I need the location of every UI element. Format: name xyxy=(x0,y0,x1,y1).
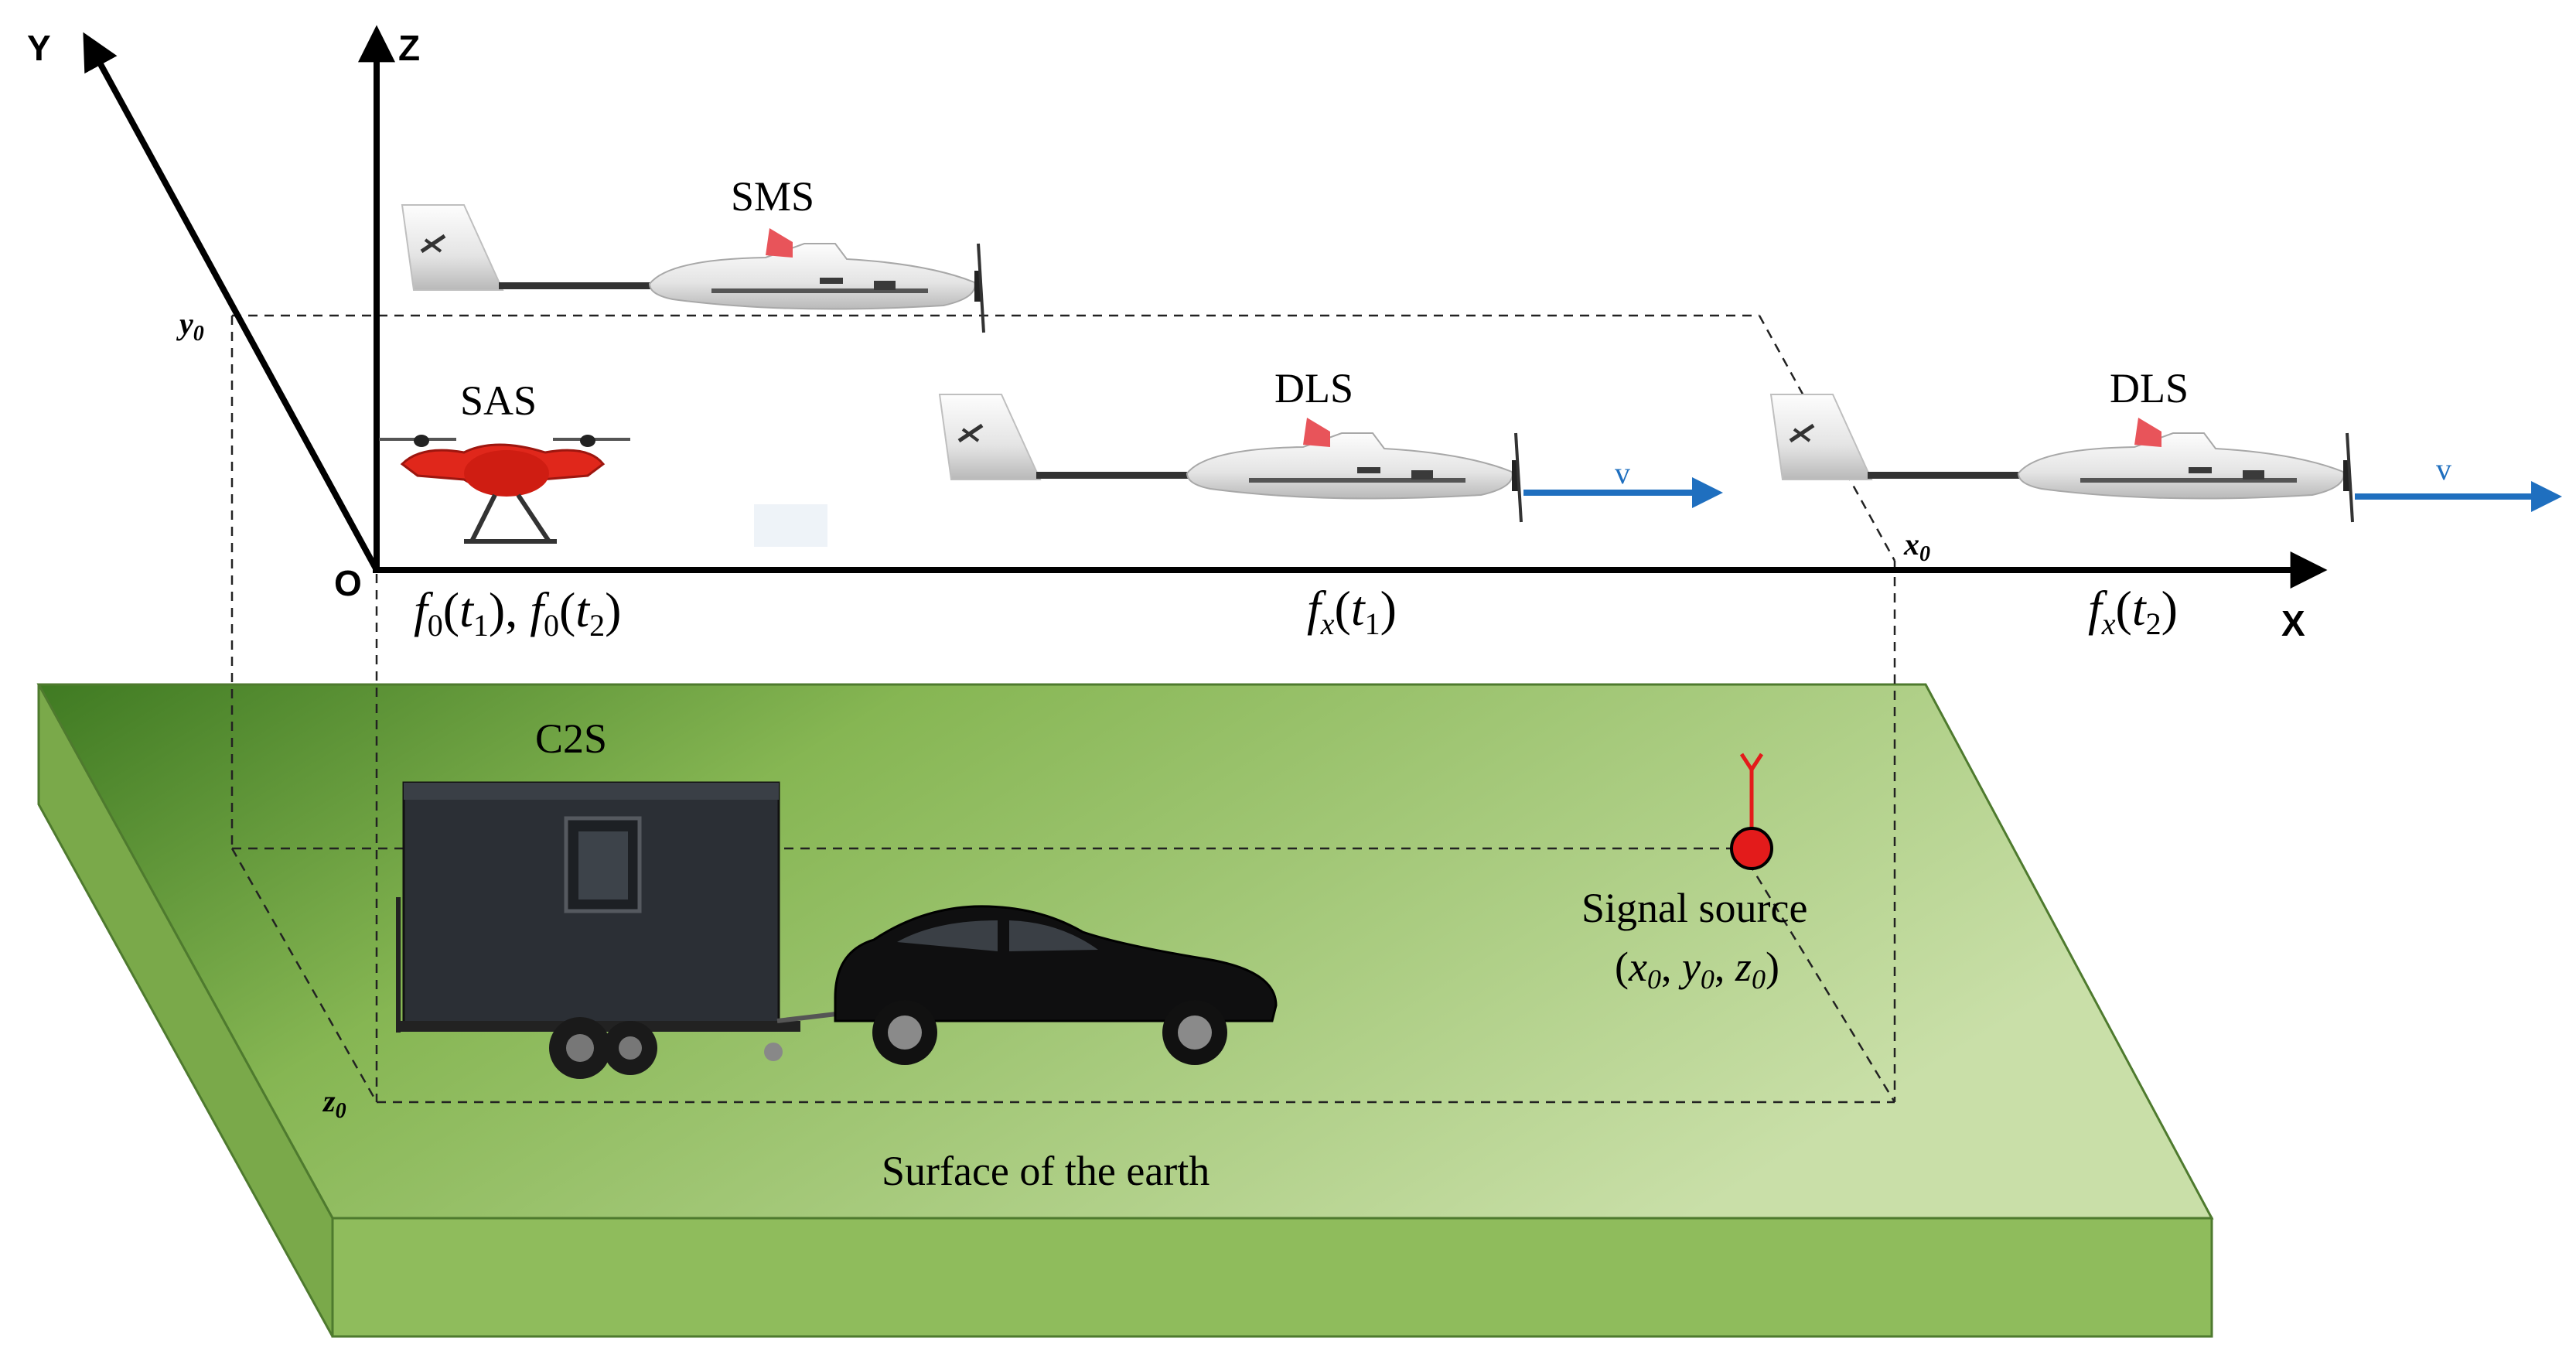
velocity-label-2: v xyxy=(2436,452,2451,486)
car xyxy=(834,905,1278,1065)
f0-label: f0(t1), f0(t2) xyxy=(414,582,621,643)
velocity-label-1: v xyxy=(1615,456,1630,490)
dls-aircraft-1 xyxy=(940,394,1521,522)
signal-source-marker xyxy=(1730,827,1773,870)
y0-label: y0 xyxy=(176,306,204,346)
coordinate-axes xyxy=(83,25,2328,589)
sms-aircraft xyxy=(402,205,984,333)
z0-label: z0 xyxy=(322,1084,346,1123)
origin-label: O xyxy=(334,563,362,603)
dls-aircraft-2 xyxy=(1771,394,2353,522)
z-axis-label: Z xyxy=(398,28,420,68)
dls1-label: DLS xyxy=(1274,365,1353,411)
y-axis-label: Y xyxy=(27,28,51,68)
signal-source-coords: (x0, y0, z0) xyxy=(1615,944,1779,995)
sas-drone xyxy=(379,435,630,544)
c2s-label: C2S xyxy=(535,715,607,762)
x-axis-label: X xyxy=(2281,603,2305,643)
surface-label: Surface of the earth xyxy=(882,1148,1210,1194)
placeholder-box xyxy=(754,504,827,547)
sms-label: SMS xyxy=(731,173,814,220)
fx-t1-label: fx(t1) xyxy=(1307,581,1397,641)
signal-source xyxy=(1730,753,1773,870)
fx-t2-label: fx(t2) xyxy=(2088,581,2178,641)
x0-label: x0 xyxy=(1903,527,1930,566)
dls2-label: DLS xyxy=(2110,365,2189,411)
y-axis xyxy=(83,32,380,572)
c2s-trailer xyxy=(396,781,844,1079)
signal-source-label: Signal source xyxy=(1581,885,1807,931)
sas-label: SAS xyxy=(460,377,537,424)
